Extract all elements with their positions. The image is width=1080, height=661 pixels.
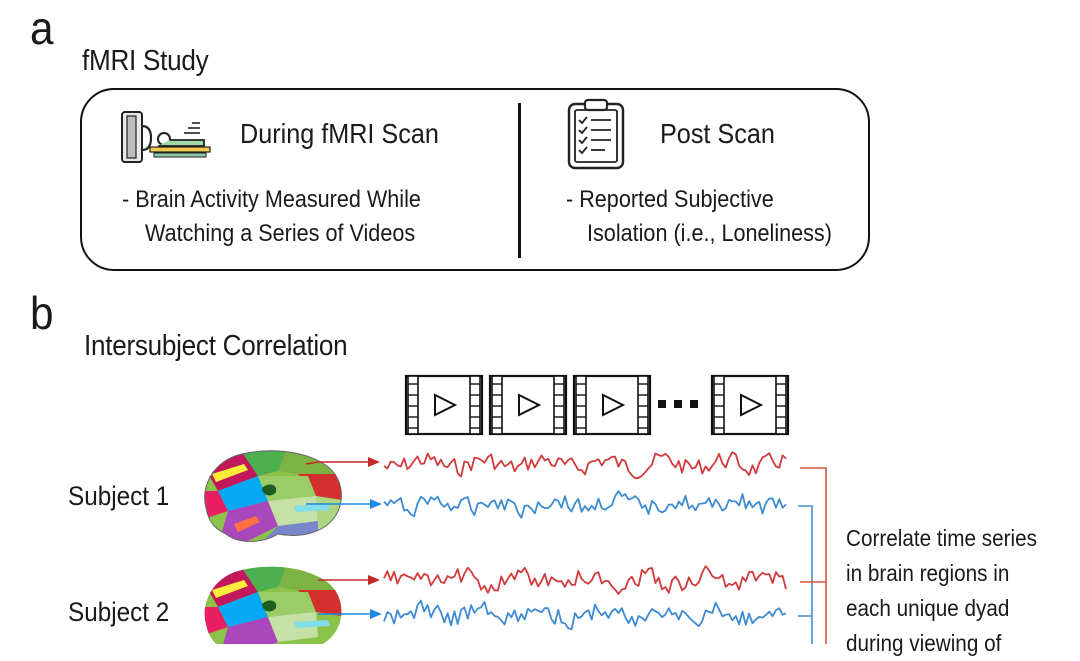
film-play-icon: [572, 374, 652, 436]
ellipsis-icon: [658, 400, 698, 408]
subject-1-red-time-series: [383, 451, 787, 480]
film-play-icon: [488, 374, 568, 436]
film-play-icon: [404, 374, 484, 436]
red-bracket: [800, 467, 827, 644]
subject-2-label: Subject 2: [68, 597, 170, 627]
post-line-1: - Reported Subjective: [566, 186, 774, 213]
clipboard-checklist-icon: [567, 98, 625, 170]
box-divider: [518, 103, 521, 258]
scan-heading: During fMRI Scan: [240, 118, 439, 149]
subject-1-red-arrow: [305, 457, 380, 467]
fmri-study-box: [80, 88, 870, 271]
subject-1-label: Subject 1: [68, 481, 170, 511]
post-heading: Post Scan: [660, 118, 775, 149]
note-line-3: each unique dyad: [846, 595, 1010, 621]
time-series-area: [305, 451, 827, 644]
post-line-2: Isolation (i.e., Loneliness): [587, 220, 832, 247]
subject-1-blue-time-series: [383, 490, 787, 519]
scan-line-1: - Brain Activity Measured While: [122, 186, 421, 213]
mri-scanner-icon: [121, 111, 211, 163]
note-line-1: Correlate time series: [846, 525, 1037, 551]
intersubject-correlation-title: Intersubject Correlation: [84, 330, 348, 362]
subject-2-red-arrow: [318, 575, 380, 585]
scan-line-2: Watching a Series of Videos: [145, 220, 416, 247]
fmri-study-title: fMRI Study: [82, 45, 209, 77]
blue-bracket: [798, 505, 813, 644]
panel-letter-b: b: [30, 287, 54, 339]
subject-1-brain-image: [204, 450, 342, 542]
subject-2-blue-arrow: [318, 609, 382, 619]
panel-letter-a: a: [30, 2, 54, 54]
subject-2-red-time-series: [383, 565, 787, 595]
film-play-icon: [710, 374, 790, 436]
correlation-note: Correlate time series in brain regions i…: [846, 521, 1076, 661]
subject-2-blue-time-series: [383, 599, 787, 631]
subject-1-blue-arrow: [306, 499, 382, 509]
note-line-2: in brain regions in: [846, 560, 1010, 586]
subject-2-brain-image: [204, 566, 342, 644]
video-strip: [404, 374, 790, 436]
